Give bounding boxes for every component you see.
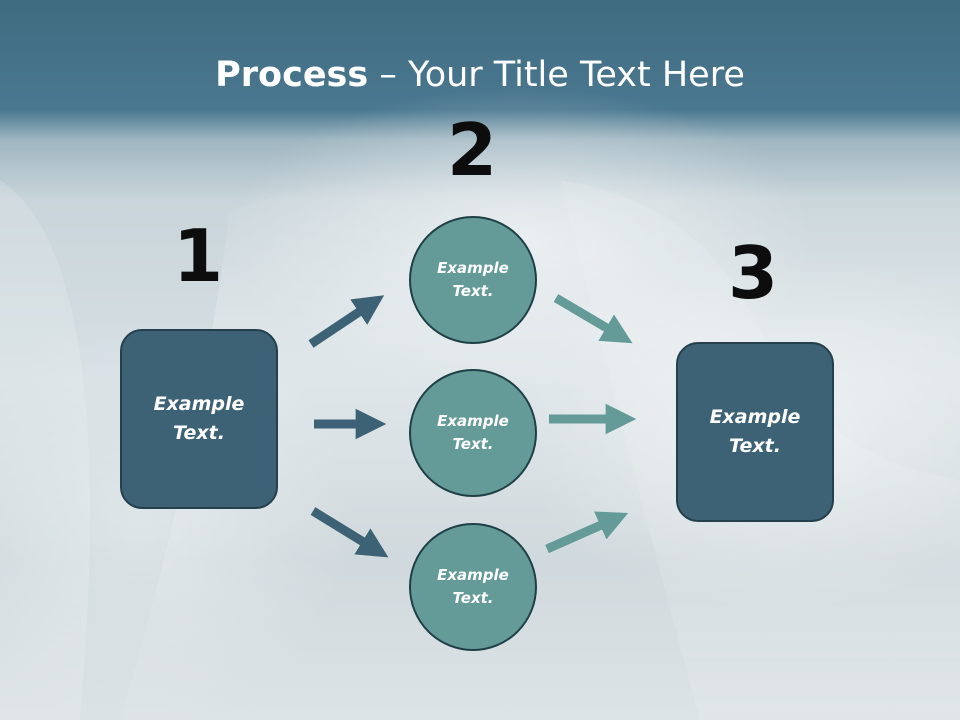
title-bold: Process [215, 55, 369, 95]
step-2-circle-top: Example Text. [409, 216, 537, 344]
circle-text-bottom: Example Text. [437, 566, 509, 607]
step-number-3: 3 [727, 231, 779, 315]
step-2-circle-bottom: Example Text. [409, 523, 537, 651]
step-number-1: 1 [172, 214, 224, 298]
arrow-2-bottom-to-3 [545, 511, 629, 554]
circle-text-middle: Example Text. [437, 412, 509, 453]
step-3-text: Example Text. [709, 406, 801, 457]
circle-text-top: Example Text. [437, 259, 509, 300]
step-number-2: 2 [446, 108, 498, 192]
arrow-2-top-to-3 [553, 294, 633, 344]
arrow-1-to-2-bottom [310, 507, 389, 558]
step-1-text: Example Text. [153, 393, 245, 444]
slide-title: Process – Your Title Text Here [0, 52, 960, 98]
title-rest: – Your Title Text Here [368, 55, 745, 95]
step-2-circle-middle: Example Text. [409, 369, 537, 497]
step-3-box: Example Text. [676, 342, 834, 522]
step-1-box: Example Text. [120, 329, 278, 509]
arrow-1-to-2-top [308, 295, 385, 348]
